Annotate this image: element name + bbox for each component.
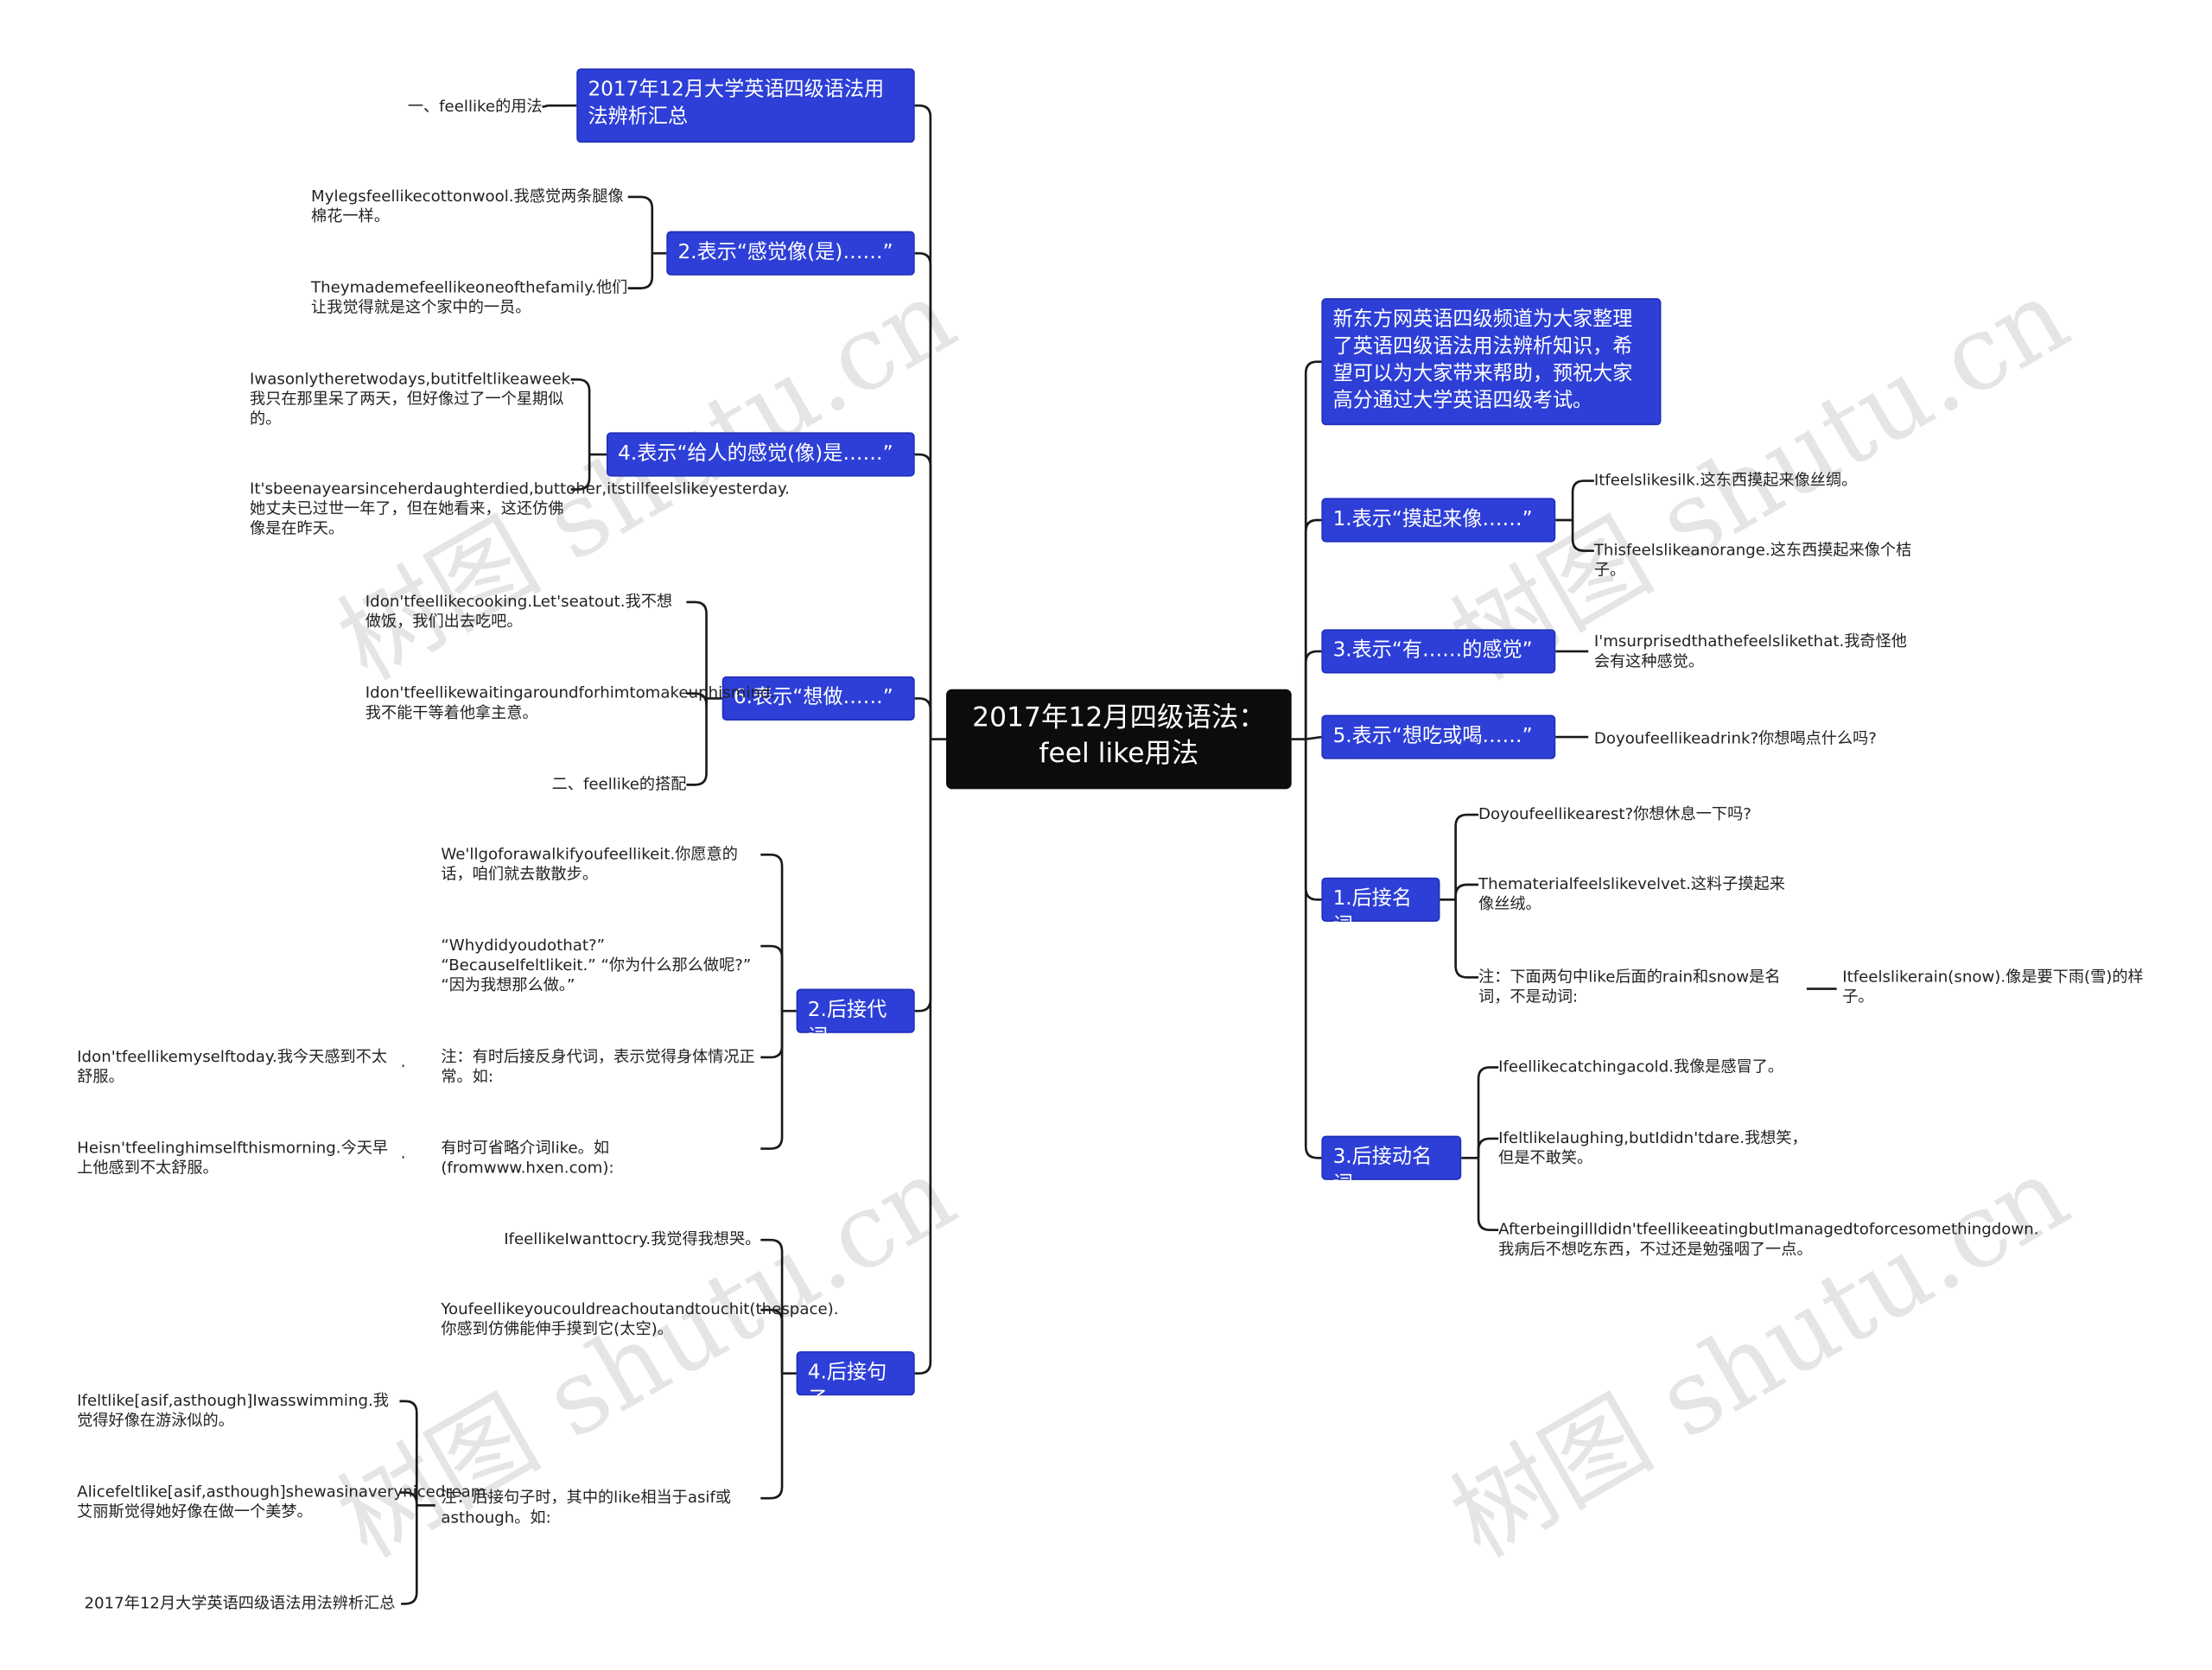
root-topic[interactable]: 2017年12月四级语法：feel like用法 (946, 689, 1292, 790)
leaf-example: Idon'tfeellikewaitingaroundforhimtomakeu… (365, 683, 776, 722)
leaf-example: AfterbeingillIdidn'tfeellikeeatingbutIma… (1498, 1220, 2039, 1259)
branch-feels-like-touch[interactable]: 1.表示“摸起来像……” (1321, 498, 1556, 543)
connector (1571, 520, 1594, 552)
leaf-example: I'msurprisedthathefeelslikethat.我奇怪他会有这种… (1593, 632, 1907, 671)
connector (401, 1505, 418, 1605)
leaf-example: Ifeltlikelaughing,butIdidn'tdare.我想笑，但是不… (1498, 1128, 1808, 1168)
branch-noun[interactable]: 1.后接名词 (1321, 877, 1440, 937)
connector (399, 1400, 418, 1506)
leaf-example: We'llgoforawalkifyoufeellikeit.你愿意的话，咱们就… (441, 844, 738, 884)
connector (686, 698, 708, 786)
connector (570, 454, 591, 491)
connector (1304, 739, 1322, 901)
connector (1477, 1158, 1499, 1232)
leaf-example: Theymademefeellikeoneofthefamily.他们让我觉得就… (311, 278, 628, 317)
connector (570, 378, 591, 455)
branch-grammar-summary[interactable]: 2017年12月大学英语四级语法用法辨析汇总 (576, 68, 915, 143)
leaf-example: Alicefeltlike[asif,asthough]shewasinaver… (77, 1483, 492, 1521)
connector (760, 1238, 784, 1374)
leaf-example: Doyoufeellikeadrink?你想喝点什么吗? (1593, 728, 1877, 748)
connector (760, 1373, 784, 1500)
leaf-example: Ifeltlike[asif,asthough]Iwasswimming.我觉得… (77, 1391, 389, 1430)
leaf-example: Itfeelslikesilk.这东西摸起来像丝绸。 (1593, 471, 1858, 490)
connector (542, 104, 549, 109)
connector (914, 251, 932, 740)
branch-feel-like-be[interactable]: 2.表示“感觉像(是)……” (666, 231, 915, 276)
connector (760, 1011, 784, 1150)
connector (1304, 650, 1322, 740)
connector (914, 104, 932, 740)
leaf-example: Idon'tfeellikecooking.Let'seatout.我不想做饭，… (365, 592, 673, 632)
connector (399, 1491, 418, 1506)
leaf-note: 注：后接句子时，其中的like相当于asif或asthough。如: (441, 1488, 732, 1527)
leaf-note: 有时可省略介词like。如(fromwww.hxen.com): (441, 1138, 614, 1178)
leaf-example: “Whydidyoudothat?” “BecauseIfeltlikeit.”… (441, 936, 752, 995)
branch-have-feeling[interactable]: 3.表示“有……的感觉” (1321, 629, 1556, 674)
connector (914, 453, 932, 740)
leaf-example: Heisn'tfeelinghimselfthismorning.今天早上他感到… (77, 1138, 389, 1178)
connector (627, 195, 654, 254)
branch-gerund[interactable]: 3.后接动名词 (1321, 1135, 1462, 1196)
leaf-note: 二、feellike的搭配 (551, 774, 687, 794)
connector (1571, 479, 1594, 521)
connector (760, 1011, 784, 1059)
connector (760, 944, 784, 1012)
branch-want-to-do[interactable]: 6.表示“想做……” (721, 676, 915, 721)
branch-clause[interactable]: 4.后接句子 (796, 1351, 915, 1411)
connector (914, 739, 932, 1013)
leaf-example: It'sbeenayearsinceherdaughterdied,buttoh… (250, 479, 790, 538)
connector (1454, 899, 1479, 979)
branch-want-eat-drink[interactable]: 5.表示“想吃或喝……” (1321, 714, 1556, 759)
leaf-note: 注：有时后接反身代词，表示觉得身体情况正常。如: (441, 1047, 755, 1086)
connector (914, 739, 932, 1375)
connector (1304, 739, 1322, 1159)
branch-pronoun[interactable]: 2.后接代词 (796, 988, 915, 1049)
leaf-example: Youfeellikeyoucouldreachoutandtouchit(th… (441, 1299, 839, 1339)
leaf-example: Iwasonlytheretwodays,butitfeltlikeaweek.… (250, 369, 575, 429)
leaf-example: Thisfeelslikeanorange.这东西摸起来像个桔子。 (1593, 540, 1912, 580)
connector (1454, 883, 1479, 900)
connector (760, 853, 784, 1012)
leaf-example: Ifeellikecatchingacold.我像是感冒了。 (1498, 1057, 1784, 1076)
connector (1304, 518, 1322, 740)
connector (1477, 1137, 1499, 1159)
leaf-note: 一、feellike的用法 (407, 97, 543, 116)
leaf-note: 2017年12月大学英语四级语法用法辨析汇总 (84, 1593, 396, 1613)
leaf-example: IfeellikeIwanttocry.我觉得我想哭。 (504, 1229, 761, 1249)
connector (627, 253, 654, 289)
connector (1304, 360, 1322, 740)
leaf-example: Itfeelslikerain(snow).像是要下雨(雪)的样子。 (1842, 967, 2144, 1006)
connector (914, 697, 932, 740)
leaf-note: 注：下面两句中like后面的rain和snow是名词，不是动词: (1478, 967, 1781, 1006)
connector (1477, 1066, 1499, 1159)
connector (686, 600, 708, 699)
leaf-example: Idon'tfeellikemyselftoday.我今天感到不太舒服。 (77, 1047, 387, 1086)
connector (760, 1308, 784, 1374)
connector (1454, 813, 1479, 900)
branch-gives-feeling[interactable]: 4.表示“给人的感觉(像)是……” (606, 432, 915, 477)
leaf-example: Doyoufeellikearest?你想休息一下吗? (1478, 804, 1751, 823)
leaf-example: Thematerialfeelslikevelvet.这料子摸起来像丝绒。 (1478, 874, 1785, 914)
leaf-example: Mylegsfeellikecottonwool.我感觉两条腿像棉花一样。 (311, 187, 624, 225)
connector (1306, 735, 1322, 740)
branch-intro[interactable]: 新东方网英语四级频道为大家整理了英语四级语法用法辨析知识，希望可以为大家带来帮助… (1321, 298, 1662, 426)
